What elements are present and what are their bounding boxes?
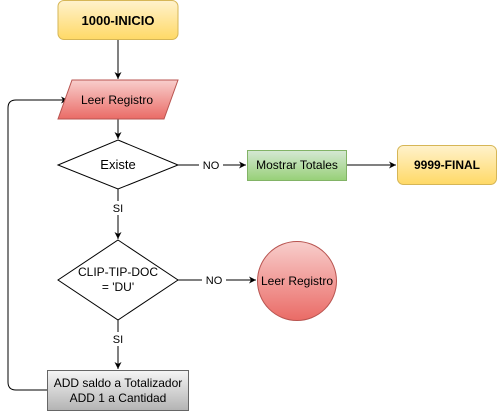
node-read-record[interactable]: Leer Registro — [57, 79, 179, 120]
node-check-type-shape — [57, 239, 179, 321]
node-start-shape — [57, 0, 179, 40]
node-check-type-label-line-2: = 'DU' — [102, 280, 134, 294]
node-exists-label: Existe — [100, 157, 135, 172]
node-exists[interactable]: Existe — [56, 139, 180, 190]
node-show-totals[interactable]: Mostrar Totales — [247, 150, 347, 181]
node-accumulate[interactable]: ADD saldo a Totalizador ADD 1 a Cantidad — [47, 370, 189, 411]
node-accumulate-label-line-2: ADD 1 a Cantidad — [70, 391, 167, 405]
node-check-type-label-line-1: CLIP-TIP-DOC — [78, 265, 158, 279]
node-end-shape — [397, 145, 497, 185]
node-show-totals-shape — [247, 150, 347, 181]
edge-label-check-yes: SI — [113, 334, 123, 346]
node-read-record-circle-shape — [257, 241, 337, 321]
node-accumulate-label-line-1: ADD saldo a Totalizador — [54, 376, 183, 390]
edge-label-exists-no: NO — [203, 160, 220, 172]
edge-loop-back — [7, 96, 68, 391]
node-end-label: 9999-FINAL — [414, 158, 480, 172]
node-exists-shape — [56, 139, 180, 190]
node-read-record-circle-label: Leer Registro — [261, 274, 333, 288]
node-end[interactable]: 9999-FINAL — [397, 145, 497, 185]
node-check-type[interactable]: CLIP-TIP-DOC = 'DU' — [57, 239, 179, 321]
node-start-label: 1000-INICIO — [82, 13, 155, 28]
node-show-totals-label: Mostrar Totales — [256, 158, 338, 172]
node-read-record-circle[interactable]: Leer Registro — [257, 241, 337, 321]
node-read-record-shape — [57, 79, 179, 120]
edge-label-check-no: NO — [206, 275, 223, 287]
edge-label-exists-yes: SI — [113, 203, 123, 215]
node-start[interactable]: 1000-INICIO — [57, 0, 179, 40]
node-accumulate-shape — [47, 370, 189, 411]
node-read-record-label: Leer Registro — [81, 93, 153, 107]
edges — [7, 40, 396, 391]
edge-labels: NO SI NO SI — [109, 158, 226, 346]
